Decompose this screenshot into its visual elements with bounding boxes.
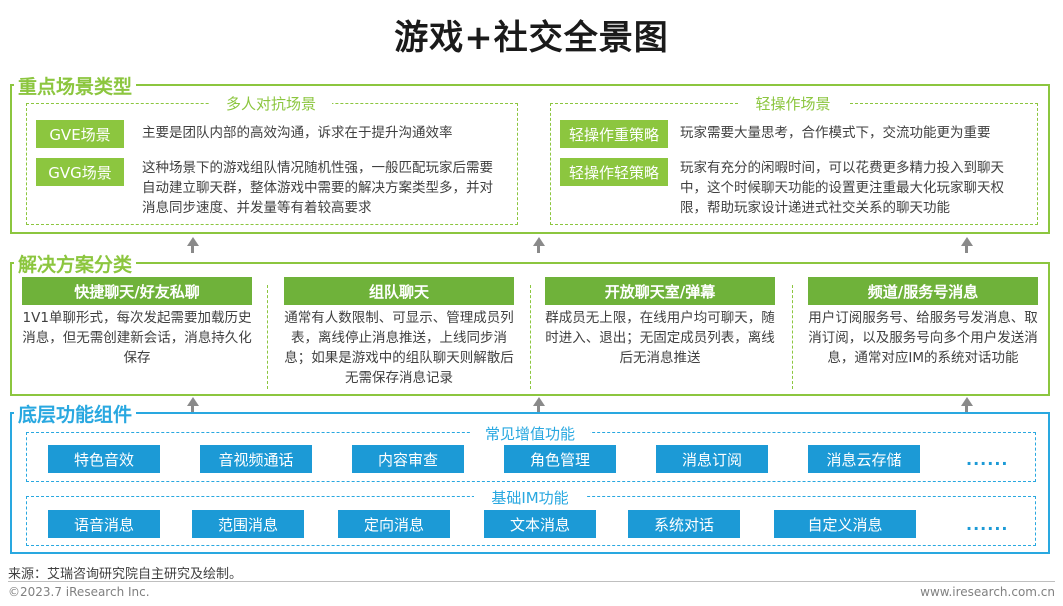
copyright: ©2023.7 iResearch Inc. (8, 585, 150, 599)
quick-chat-header: 快捷聊天/好友私聊 (22, 277, 252, 305)
system-dialog-button: 系统对话 (628, 510, 740, 538)
scene-types-section (10, 84, 1050, 234)
text-message-button: 文本消息 (484, 510, 596, 538)
quick-chat-desc: 1V1单聊形式，每次发起需要加载历史消息，但无需创建新会话，消息持久化保存 (22, 310, 252, 366)
more-value-added: ...... (966, 450, 1009, 469)
role-management-button: 角色管理 (504, 445, 616, 473)
gve-scene-tag: GVE场景 (36, 120, 124, 148)
website-link[interactable]: www.iresearch.com.cn (920, 585, 1055, 599)
content-review-button: 内容审查 (352, 445, 464, 473)
gvg-scene-desc: 这种场景下的游戏组队情况随机性强，一般匹配玩家后需要自动建立聊天群，整体游戏中需… (142, 160, 493, 216)
light-strategy-desc: 玩家有充分的闲暇时间，可以花费更多精力投入到聊天中，这个时候聊天功能的设置更注重… (680, 160, 1004, 216)
source-note: 来源：艾瑞咨询研究院自主研究及绘制。 (8, 567, 243, 582)
arrow-line (537, 405, 540, 412)
arrow-up-icon (961, 397, 973, 406)
voice-message-button: 语音消息 (48, 510, 160, 538)
arrow-line (191, 405, 194, 412)
chatroom-desc: 群成员无上限，在线用户均可聊天，随时进入、退出；无固定成员列表，离线后无消息推送 (545, 310, 775, 366)
team-chat-desc: 通常有人数限制、可显示、管理成员列表，离线停止消息推送，上线同步消息；如果是游戏… (284, 310, 514, 386)
value-added-title: 常见增值功能 (470, 423, 590, 444)
gve-scene-desc: 主要是团队内部的高效沟通，诉求在于提升沟通效率 (142, 125, 453, 141)
team-chat-header: 组队聊天 (284, 277, 514, 305)
arrow-up-icon (187, 237, 199, 246)
cloud-storage-button: 消息云存储 (808, 445, 920, 473)
arrow-line (191, 245, 194, 253)
heavy-strategy-desc: 玩家需要大量思考，合作模式下，交流功能更为重要 (680, 125, 991, 141)
arrow-up-icon (533, 397, 545, 406)
page-title: 游戏+社交全景图 (394, 18, 669, 58)
arrow-line (537, 245, 540, 253)
chatroom-header: 开放聊天室/弹幕 (545, 277, 775, 305)
heavy-strategy-tag: 轻操作重策略 (560, 120, 668, 148)
channel-desc: 用户订阅服务号、给服务号发消息、取消订阅，以及服务号向多个用户发送消息，通常对应… (808, 310, 1038, 366)
multiplayer-scene-title: 多人对抗场景 (210, 93, 332, 114)
channel-header: 频道/服务号消息 (808, 277, 1038, 305)
arrow-up-icon (187, 397, 199, 406)
range-message-button: 范围消息 (192, 510, 304, 538)
arrow-up-icon (961, 237, 973, 246)
column-divider (530, 285, 531, 389)
arrow-line (965, 405, 968, 412)
custom-message-button: 自定义消息 (774, 510, 916, 538)
column-divider (792, 285, 793, 389)
solution-types-label: 解决方案分类 (14, 250, 137, 277)
scene-types-label: 重点场景类型 (14, 72, 137, 99)
directed-message-button: 定向消息 (338, 510, 450, 538)
footer-divider (8, 581, 1055, 582)
base-components-label: 底层功能组件 (14, 400, 137, 427)
arrow-up-icon (533, 237, 545, 246)
basic-im-title: 基础IM功能 (474, 487, 586, 508)
more-basic: ...... (966, 515, 1009, 534)
light-operation-title: 轻操作场景 (738, 93, 848, 114)
light-strategy-tag: 轻操作轻策略 (560, 158, 668, 186)
arrow-line (965, 245, 968, 253)
av-call-button: 音视频通话 (200, 445, 312, 473)
solution-types-section (10, 262, 1050, 396)
special-sound-button: 特色音效 (48, 445, 160, 473)
base-components-section (10, 412, 1050, 554)
message-subscription-button: 消息订阅 (656, 445, 768, 473)
column-divider (267, 285, 268, 389)
gvg-scene-tag: GVG场景 (36, 158, 124, 186)
